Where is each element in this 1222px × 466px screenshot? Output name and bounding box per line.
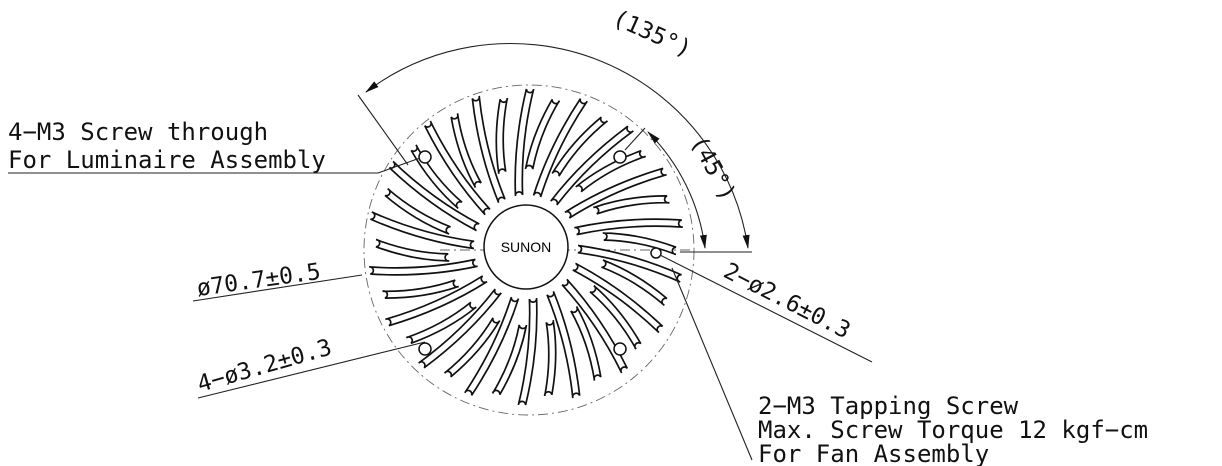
fin bbox=[491, 324, 528, 396]
fin bbox=[369, 258, 478, 276]
fin bbox=[574, 218, 683, 236]
fin bbox=[546, 290, 581, 399]
fan-callout-line3: For Fan Assembly bbox=[758, 440, 989, 466]
holes-right-leader bbox=[659, 254, 873, 363]
diameter-label: ø70.7±0.5 bbox=[195, 259, 322, 302]
luminaire-callout-line2: For Luminaire Assembly bbox=[8, 146, 326, 174]
fan-hole-right bbox=[650, 247, 662, 259]
m3-hole-bottom-left bbox=[418, 342, 432, 356]
fin bbox=[464, 296, 520, 396]
fin bbox=[517, 297, 538, 406]
fin bbox=[602, 232, 677, 256]
fin bbox=[443, 317, 501, 378]
angle-45-label: (45°) bbox=[685, 132, 740, 205]
fin bbox=[543, 319, 557, 397]
m3-hole-bottom-right bbox=[613, 342, 627, 356]
m3-hole-top-right bbox=[613, 150, 627, 164]
fan-callout-line1: 2−M3 Tapping Screw bbox=[758, 392, 1019, 420]
fin bbox=[561, 278, 629, 374]
angle-45-extension bbox=[624, 127, 646, 151]
fin bbox=[385, 275, 488, 327]
angle-135-arc bbox=[365, 42, 750, 249]
fin bbox=[375, 238, 450, 262]
fan-callout-line2: Max. Screw Torque 12 kgf−cm bbox=[758, 416, 1148, 444]
luminaire-callout-line1: 4−M3 Screw through bbox=[8, 118, 268, 146]
fin bbox=[405, 301, 477, 345]
angle-135-label: (135°) bbox=[609, 5, 695, 63]
bolt-circle bbox=[363, 84, 695, 416]
center-brand-mark: SUNON bbox=[501, 239, 552, 255]
holes-left-label: 4−ø3.2±0.3 bbox=[194, 335, 334, 398]
fin bbox=[601, 259, 668, 307]
fin bbox=[418, 288, 502, 369]
fin bbox=[495, 97, 509, 175]
fin bbox=[570, 305, 602, 381]
angle-45-arc bbox=[647, 131, 707, 249]
fin bbox=[572, 262, 664, 334]
diameter-leader bbox=[192, 274, 363, 302]
fan-leader bbox=[671, 267, 753, 461]
holes-right-label: 2−ø2.6±0.3 bbox=[719, 258, 854, 344]
fin bbox=[589, 284, 642, 350]
fin bbox=[514, 88, 535, 197]
luminaire-leader bbox=[8, 157, 421, 174]
fin bbox=[382, 279, 460, 299]
angle-135-extension bbox=[357, 94, 409, 166]
holes-left-leader bbox=[197, 341, 426, 399]
m3-hole-top-left bbox=[418, 150, 432, 164]
